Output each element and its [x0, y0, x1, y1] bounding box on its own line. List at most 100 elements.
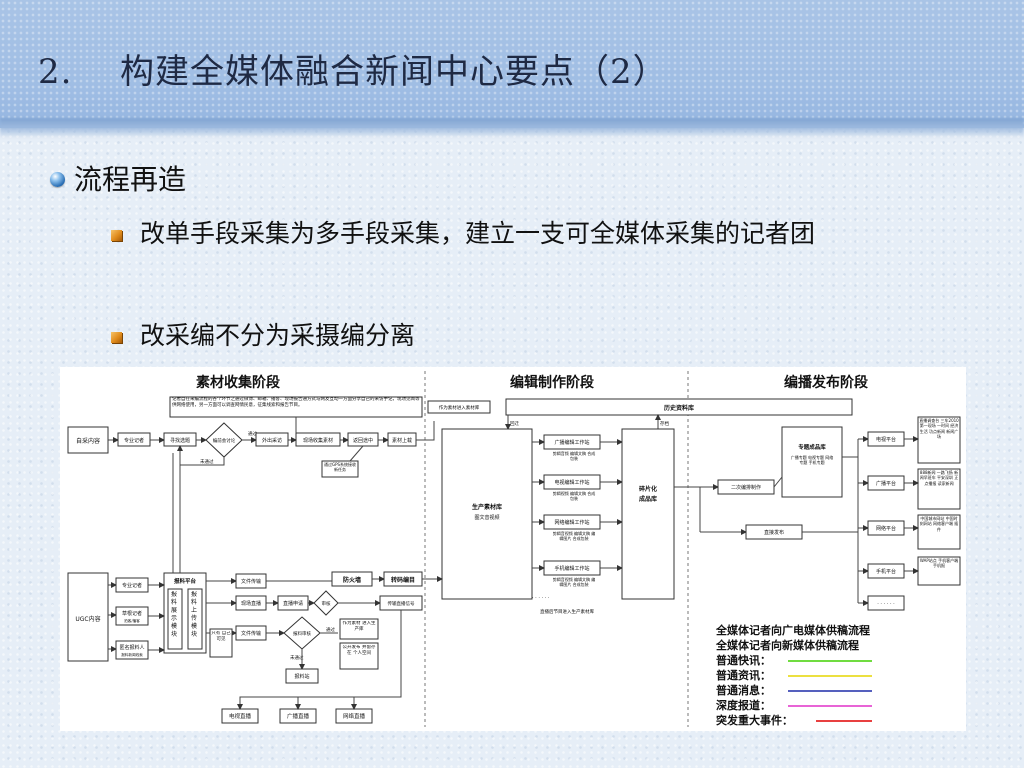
production-library-sub: 图文音视频 [474, 514, 499, 521]
as-material: 作为素材 进入生产库 [343, 621, 376, 632]
bullet-dot-icon [50, 172, 65, 187]
legend: 全媒体记者向广电媒体供稿流程 全媒体记者向新媒体供稿流程 普通快讯： 普通资讯：… [715, 623, 872, 727]
tv-platform-label: 电视平台 [876, 436, 896, 443]
fragment-library-box [621, 428, 675, 600]
stage-heading: 编播发布阶段 [784, 374, 868, 391]
mobile-workstation-items: 剪辑音视频 编辑文稿 编辑图片 合成包装 [553, 577, 596, 587]
bullet-level2-second: 改采编不分为采摄编分离 [111, 314, 930, 358]
live-publish-label: 直接发布 [764, 529, 784, 536]
history-library-label: 历史资料库 [664, 404, 694, 412]
stage-heading: 素材收集阶段 [196, 374, 280, 391]
web-live-label: 网络直播 [343, 712, 366, 720]
legend-item: 深度报道： [716, 698, 771, 712]
transcode-label: 转码编目 [391, 576, 415, 584]
slide-title: 2. 构建全媒体融合新闻中心要点（2） [38, 44, 668, 100]
web-programs-box [917, 514, 961, 550]
feature-library-box [781, 426, 843, 498]
ugc-reporter-label: 专业记者 [122, 582, 142, 589]
file-transfer2-label: 文件传输 [241, 630, 261, 637]
tv-workstation-label: 电视编辑工作站 [554, 479, 589, 486]
tip-station-box [285, 668, 319, 684]
web-workstation-label: 网络编辑工作站 [554, 519, 589, 526]
gps-note: 通过GPS系统接收新任务 [324, 462, 356, 472]
as-material-box [339, 618, 379, 640]
anon-label: 匿名报料人 [119, 644, 144, 651]
bullet-square-icon [111, 230, 122, 241]
web-workstation-items: 剪辑音视频 编辑文稿 编辑图片 合成包装 [553, 531, 596, 541]
live-apply-label: 直播申请 [283, 600, 303, 607]
feature-library-label: 专题成品库 [798, 443, 826, 451]
workstation-dots: · · · · · · [532, 595, 550, 601]
flow-line [349, 445, 364, 462]
pass-label: 通过 [248, 430, 257, 437]
legend-item: 普通消息： [716, 683, 771, 697]
production-library-box [441, 428, 533, 600]
firewall-label: 防火墙 [343, 576, 361, 584]
workflow-diagram: 素材收集阶段 编辑制作阶段 编播发布阶段 记者自在采编流程的各个环节之通过微博、… [60, 367, 966, 731]
file-transfer-label: 文件传输 [241, 578, 261, 585]
web-programs: 中国城市网站 中国时刻网站 网络客户端 插件 [920, 516, 959, 532]
mobile-programs: WAP站点 手机客户端 手机报 [920, 558, 958, 568]
ugc-box [67, 572, 109, 662]
radio-programs-box [917, 468, 961, 510]
title-band-edge [0, 118, 1024, 138]
anon-sub: 报料新闻线索 [121, 652, 143, 657]
stage-heading: 编辑制作阶段 [510, 374, 594, 391]
legend-item: 全媒体记者向广电媒体供稿流程 [715, 623, 870, 637]
recall-label: 回迁 [510, 420, 519, 427]
public-release: 公开发布 并留存在 个人空间 [343, 645, 376, 656]
self-media-label: 自采内容 [76, 437, 100, 445]
legend-item: 全媒体记者向新媒体供稿流程 [715, 638, 859, 652]
field-capture-label: 现场收集素材 [303, 437, 333, 444]
gps-box [321, 460, 359, 478]
legend-item: 普通快讯： [716, 653, 771, 667]
to-library-box [427, 400, 491, 414]
feature-library-items: 广播专题 电视专题 网络专题 手机专题 [791, 455, 834, 465]
not-pass-label: 未通过 [200, 458, 214, 465]
pass2-label: 通过 [326, 626, 335, 633]
flow-arrow [237, 610, 402, 710]
radio-platform-label: 广播平台 [876, 480, 896, 487]
tv-programs: 直播调查台 三车2010 第一现场 一时间 经济生活 功点新闻 新闻广场 [919, 418, 958, 439]
meeting-label: 编前会讨论 [213, 437, 236, 444]
not-pass2-label: 未通过 [290, 654, 304, 661]
interview-label: 外出采访 [262, 437, 282, 444]
tipoff-platform-label: 报料平台 [174, 577, 197, 585]
archive-label: 存档 [660, 420, 669, 427]
self-media-box [67, 426, 109, 454]
bullet-level2-first: 改单手段采集为多手段采集，建立一支可全媒体采集的记者团 [111, 212, 930, 256]
tip-display: 报料展示模块 [171, 591, 177, 638]
tip-display-box [167, 588, 183, 650]
tip-upload: 报料上传模块 [191, 591, 197, 638]
history-library-box [505, 398, 853, 416]
slide-title-number: 2. [38, 52, 73, 92]
tv-workstation-items: 剪辑视频 编辑文稿 合成包装 [553, 491, 596, 501]
only-self-box [209, 628, 233, 658]
slide-title-text: 构建全媒体融合新闻中心要点（2） [120, 52, 668, 92]
mobile-platform-label: 手机平台 [876, 568, 896, 575]
live-note: 直播后节目进入生产素材库 [540, 608, 594, 615]
radio-workstation-items: 剪辑音频 编辑文稿 合成包装 [553, 451, 596, 461]
interaction-note: 记者自在采编流程的各个环节之通过微博、邮箱、播客、现场报告通方式与网友互动一方面… [172, 397, 420, 408]
tv-live-label: 电视直播 [229, 712, 252, 720]
title-band [0, 0, 1024, 128]
topic-label: 寻找选题 [170, 437, 190, 444]
fragment-library-label-2: 成品库 [639, 495, 657, 503]
more-platform-label: · · · · · · [877, 601, 895, 607]
radio-workstation-label: 广播编辑工作站 [554, 439, 589, 446]
web-platform-label: 网络平台 [876, 525, 896, 532]
field-live-label: 现场直播 [241, 600, 261, 607]
bullet-level1-text: 流程再造 [74, 163, 187, 196]
review-diamond [313, 590, 339, 616]
grassroots-label: 草根记者 [122, 610, 142, 617]
workflow-diagram-svg: 素材收集阶段 编辑制作阶段 编播发布阶段 记者自在采编流程的各个环节之通过微博、… [67, 371, 961, 727]
bullet-level1: 流程再造 [50, 158, 187, 198]
bullet-level2-second-text: 改采编不分为采摄编分离 [140, 321, 416, 350]
tip-station-label: 报料站 [294, 673, 309, 680]
to-library-label: 作为素材进入素材库 [439, 404, 480, 411]
tip-review-label: 报料审核 [293, 630, 311, 637]
tv-programs-box [917, 416, 961, 464]
radio-programs: 888新闻 一路飞扬 新闻早班车 平安深圳 正点播报 读家新闻 [920, 470, 959, 486]
live-signal-label: 传输直播信号 [388, 600, 415, 607]
secondary-edit-label: 二次编排制作 [731, 484, 761, 491]
